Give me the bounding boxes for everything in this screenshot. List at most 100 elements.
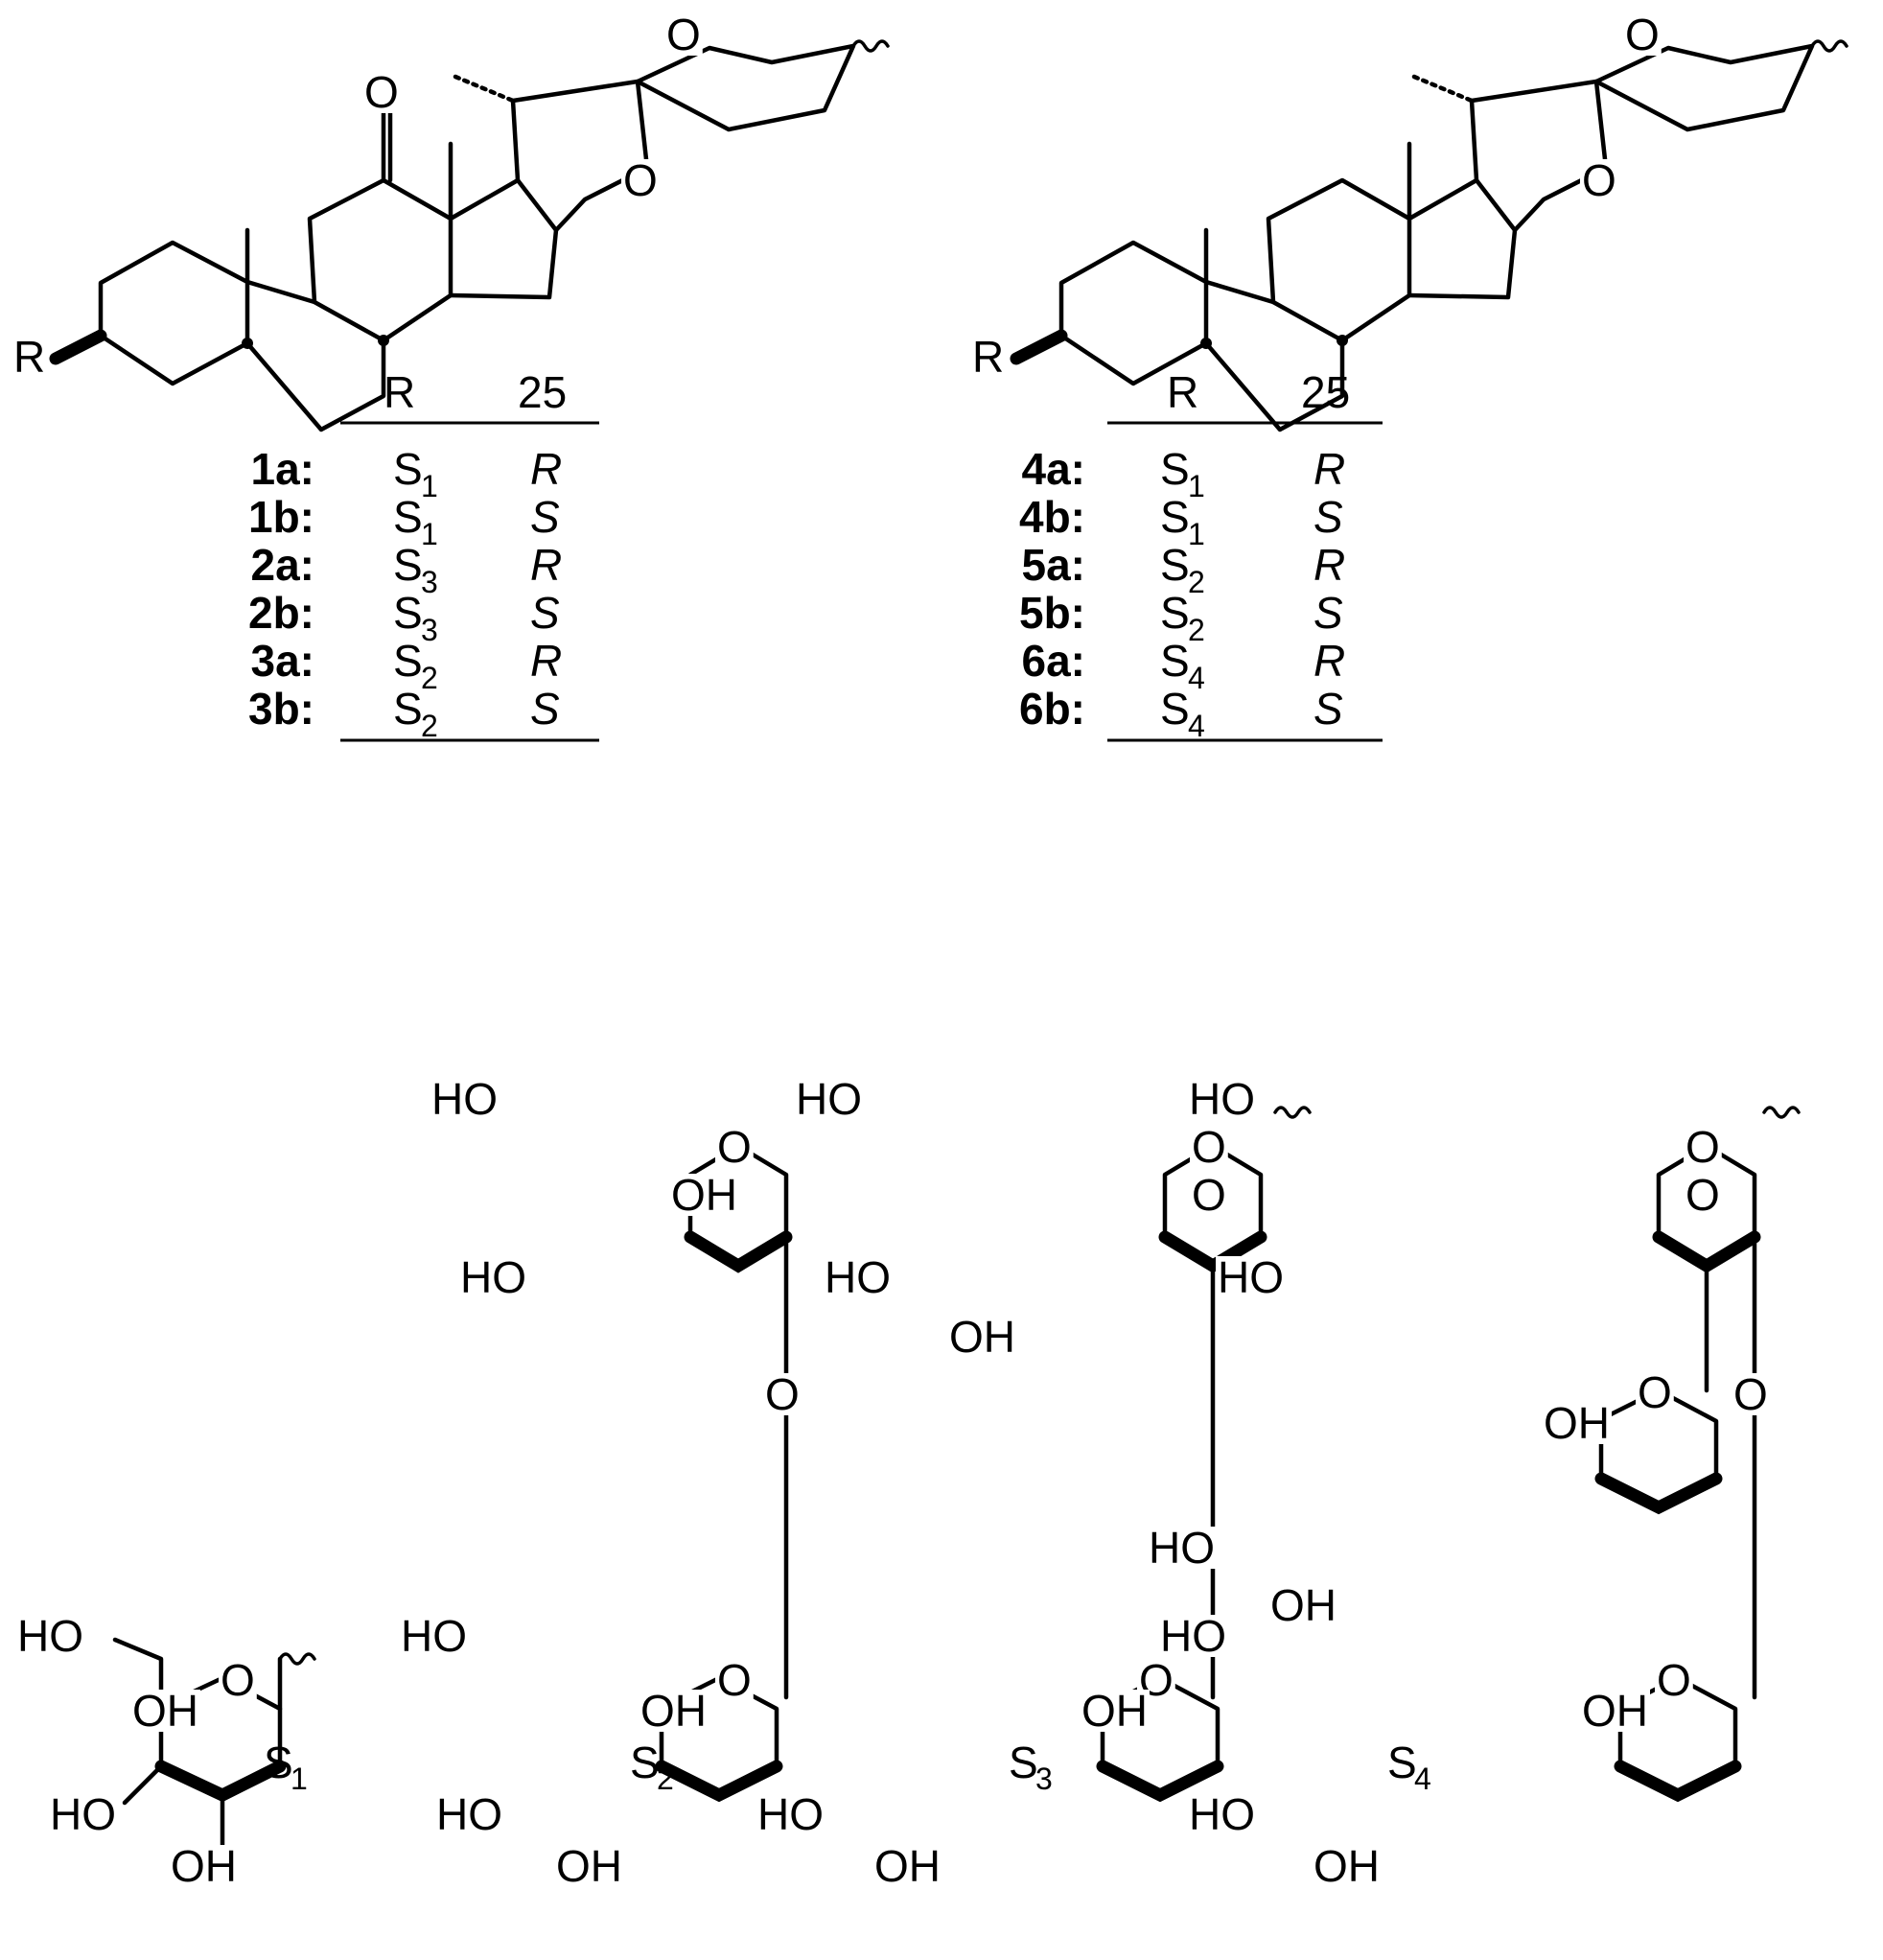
- ring-d-left: [448, 177, 559, 300]
- spiro-o-left-top-bg: [664, 13, 703, 56]
- substituent-s: S: [1160, 444, 1190, 494]
- substituent-index: 1: [421, 517, 438, 551]
- s3b-ho-c4-bg: [756, 1793, 825, 1835]
- svg-text:2: 2: [657, 1762, 674, 1796]
- c25-configuration: S: [530, 588, 560, 638]
- s2b-oh-c3-bg: [554, 1845, 624, 1887]
- s1-ho-c4: HO: [50, 1789, 116, 1839]
- substituent-index: 2: [1188, 613, 1205, 647]
- c25-configuration: S: [1313, 588, 1343, 638]
- s4-mid-oh2: OH: [1270, 1580, 1337, 1630]
- s2b-ho-c4-bg: [434, 1793, 504, 1835]
- s4b-ring-o: O: [1657, 1655, 1691, 1705]
- s4b-oh-c3: OH: [1313, 1841, 1380, 1891]
- s4-link-o-bg: [1732, 1373, 1770, 1415]
- compound-id: 2a:: [251, 540, 314, 590]
- substituent-s: S: [393, 444, 423, 494]
- svg-text:S: S: [630, 1738, 660, 1787]
- substituent-s: S: [1160, 636, 1190, 686]
- s4-mid-ho: HO: [1149, 1523, 1215, 1573]
- s4-ring-o2: O: [1685, 1170, 1720, 1220]
- s1-ho-c6: HO: [17, 1611, 83, 1661]
- ring-a-left: [98, 240, 250, 386]
- hash-methyl-right: [1411, 74, 1475, 104]
- s2b-ring-o: O: [717, 1655, 752, 1705]
- ring-e-right: [1469, 79, 1609, 233]
- s2b-oh-c2-bg: [639, 1690, 709, 1732]
- substituent-index: 1: [1188, 469, 1205, 503]
- substituent-index: 1: [421, 469, 438, 503]
- s3-ring-o: O: [1192, 1122, 1226, 1172]
- s4-link-o: O: [1733, 1369, 1768, 1419]
- substituent-s: S: [393, 588, 423, 638]
- stereo-dot-c5-left: [242, 338, 253, 349]
- table-right-header-r: R: [1167, 367, 1198, 417]
- steroid-left-structure: [49, 39, 890, 432]
- s4b-ho-c4-bg: [1187, 1793, 1257, 1835]
- s4-middle-bold-front: [1594, 1472, 1723, 1515]
- s2-ring-o: O: [717, 1122, 752, 1172]
- s3-oh-c3: OH: [949, 1312, 1015, 1362]
- s4b-ho-c6: HO: [1160, 1611, 1226, 1661]
- s3-ring-o-bg: [1190, 1126, 1228, 1168]
- compound-id: 3a:: [251, 636, 314, 686]
- s1-oh-c3-bg: [169, 1845, 239, 1887]
- s3b-ho-c4: HO: [757, 1789, 824, 1839]
- s1-ho-c4-bg: [48, 1793, 118, 1835]
- spiro-o-right-top: O: [1625, 10, 1660, 59]
- s2-upper-bold-front: [684, 1230, 793, 1273]
- s2-ho-c6-bg: [430, 1078, 500, 1120]
- ketone-o-label-bg: [362, 71, 401, 113]
- ring-e-left: [510, 79, 650, 233]
- sugar-label-s4: S 4: [1387, 1738, 1431, 1796]
- substituent-s: S: [393, 684, 423, 734]
- svg-text:3: 3: [1035, 1762, 1053, 1796]
- substituent-s: S: [1160, 492, 1190, 542]
- compound-id: 1b:: [248, 492, 314, 542]
- c25-configuration: R: [530, 540, 562, 590]
- s2-link-o-bg: [763, 1373, 802, 1415]
- s2-oh-c2-bg: [669, 1174, 739, 1216]
- substituent-s: S: [1160, 684, 1190, 734]
- substituent-index: 3: [421, 565, 438, 599]
- substituent-index: 2: [421, 661, 438, 695]
- c25-configuration: S: [530, 684, 560, 734]
- ring-o-left-bg: [621, 159, 660, 201]
- svg-text:4: 4: [1414, 1762, 1431, 1796]
- side-chains-left: [244, 93, 453, 285]
- ring-b-right: [1203, 279, 1345, 432]
- s2-oh-c2: OH: [671, 1170, 737, 1220]
- s4-ho-c6-bg: [1187, 1078, 1257, 1120]
- s4b-oh-c2-bg: [1580, 1690, 1650, 1732]
- side-chains-right: [1203, 141, 1412, 285]
- s4b-oh-c2: OH: [1582, 1686, 1648, 1736]
- substituent-s: S: [393, 636, 423, 686]
- substituent-s: S: [393, 492, 423, 542]
- c25-configuration: R: [1313, 636, 1345, 686]
- spiro-o-left-top: O: [666, 10, 701, 59]
- s1-wavy: [278, 1652, 316, 1666]
- s1-ring-o-bg: [219, 1659, 257, 1701]
- s1-oh-c2: OH: [132, 1686, 198, 1736]
- table-left: R 25: [340, 367, 599, 742]
- r-wedge-left: [49, 329, 107, 365]
- compound-id: 6a:: [1022, 636, 1085, 686]
- s4-link: [1704, 1234, 1757, 1700]
- atom-labels: ROOOROOHOOOHHOOHHOOOHHOOHOOOHHOOHHOOOHOO…: [12, 10, 1770, 1891]
- s1-oh-c3: OH: [171, 1841, 237, 1891]
- r-label-right: R: [972, 332, 1004, 382]
- s4b-ho-c4: HO: [1189, 1789, 1255, 1839]
- ring-c-right: [1266, 177, 1412, 343]
- compound-id: 4b:: [1019, 492, 1085, 542]
- c25-configuration: R: [530, 636, 562, 686]
- substituent-s: S: [1160, 588, 1190, 638]
- s4-lower-bold-front: [1614, 1760, 1742, 1803]
- stereo-dot-c8-right: [1337, 335, 1348, 346]
- s4-mid-ring-o-bg: [1636, 1371, 1674, 1413]
- s4-ring-o2-bg: [1684, 1174, 1722, 1216]
- c25-configuration: S: [1313, 684, 1343, 734]
- c25-configuration: S: [1313, 492, 1343, 542]
- s3-wavy: [1273, 1106, 1312, 1119]
- steroid-right-structure: [1010, 39, 1848, 432]
- s4-ho-c6: HO: [1189, 1074, 1255, 1124]
